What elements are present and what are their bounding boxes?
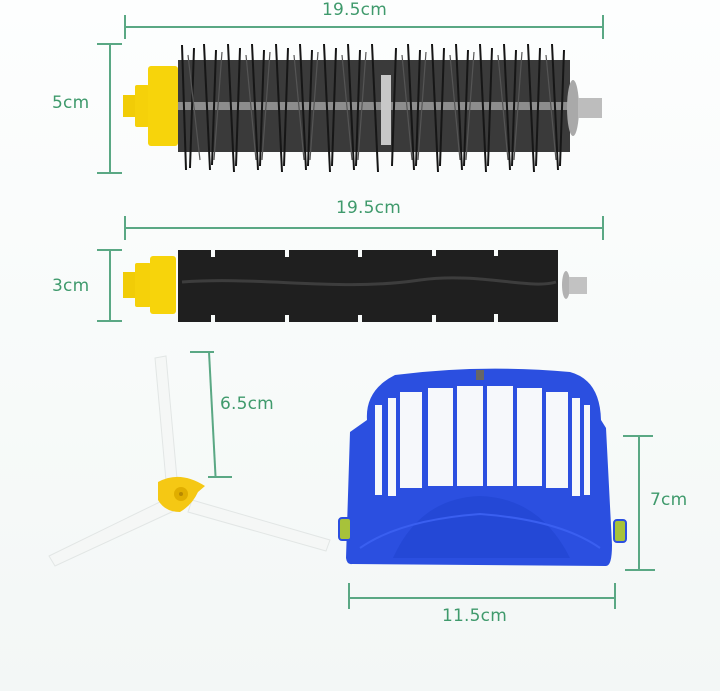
flexible-beater-brush-image — [123, 250, 587, 322]
three-arm-side-brush-image — [48, 355, 331, 567]
bristle-brush-height-label: 5cm — [52, 93, 90, 113]
filter-height-label: 7cm — [650, 490, 688, 510]
filter-width-label: 11.5cm — [442, 606, 507, 626]
side-brush-arm-label: 6.5cm — [220, 394, 274, 414]
bristle-brush-length-label: 19.5cm — [322, 0, 387, 20]
bristle-roller-brush-image — [123, 43, 602, 173]
beater-brush-length-label: 19.5cm — [336, 198, 401, 218]
beater-brush-height-label: 3cm — [52, 276, 90, 296]
aerovac-filter-image — [338, 368, 627, 566]
